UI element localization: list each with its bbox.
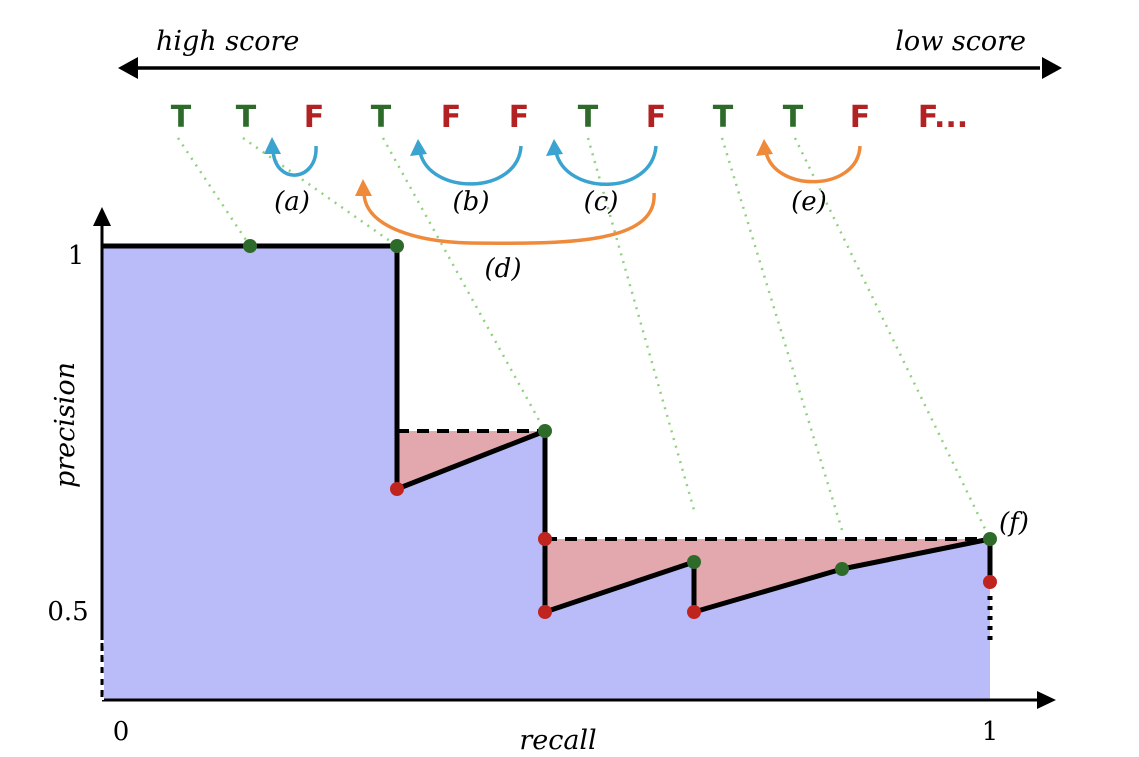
x-tick-0: 0 xyxy=(113,717,130,747)
guide-lines xyxy=(176,136,992,540)
seq-label: T xyxy=(783,100,804,135)
y-axis-arrowhead xyxy=(93,207,111,226)
swap-label-a: (a) xyxy=(274,187,310,217)
seq-label: F... xyxy=(918,100,968,135)
seq-label: T xyxy=(578,100,599,135)
x-axis-label: recall xyxy=(519,725,596,756)
y-tick-0-5: 0.5 xyxy=(47,597,88,627)
swap-label-b: (b) xyxy=(453,187,490,217)
true-points xyxy=(243,239,997,576)
score-arrowhead-right xyxy=(1042,57,1062,79)
seq-label: T xyxy=(171,100,192,135)
precision-area xyxy=(102,246,990,700)
seq-label: F xyxy=(646,100,667,135)
seq-label: T xyxy=(236,100,257,135)
false-points xyxy=(390,482,997,619)
gap-region-2 xyxy=(545,539,990,612)
swap-arrow-c xyxy=(546,139,658,186)
swap-arrow-a xyxy=(264,137,318,177)
low-score-label: low score xyxy=(895,26,1026,57)
y-axis-label: precision xyxy=(50,362,81,488)
interpolated-precision xyxy=(397,429,990,541)
x-axis-arrowhead xyxy=(1037,691,1056,709)
seq-label: F xyxy=(441,100,462,135)
x-tick-1: 1 xyxy=(982,717,999,747)
swap-arrow-e xyxy=(756,139,862,184)
y-tick-1: 1 xyxy=(68,241,85,271)
swap-label-f: (f) xyxy=(999,508,1029,538)
score-arrowhead-left xyxy=(118,57,138,79)
seq-label: T xyxy=(371,100,392,135)
swap-arrow-b xyxy=(410,139,523,186)
swap-label-e: (e) xyxy=(791,187,827,217)
seq-label: T xyxy=(713,100,734,135)
seq-label: F xyxy=(850,100,871,135)
swap-arrow-d xyxy=(355,179,656,246)
high-score-label: high score xyxy=(156,26,299,57)
swap-label-d: (d) xyxy=(485,254,522,284)
seq-label: F xyxy=(304,100,325,135)
sequence-labels: T T F T F F T F T T F F... xyxy=(171,100,968,135)
seq-label: F xyxy=(509,100,530,135)
swap-label-c: (c) xyxy=(584,187,619,217)
